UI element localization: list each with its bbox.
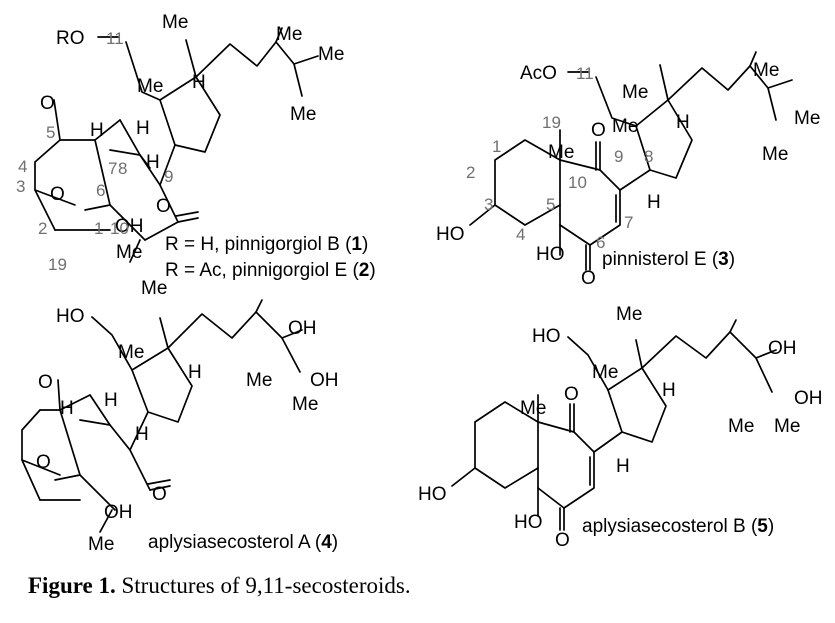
locant-4: 4 [516, 225, 525, 244]
me-label: Me [753, 60, 779, 81]
me-label: Me [276, 24, 302, 45]
me-label: Me [794, 108, 820, 129]
structure-aplysiasecosterol-a: HO Me Me OH OH Me Me H O H H H O O OH Me… [21, 278, 339, 555]
h-label: H [104, 390, 118, 411]
locant-9: 9 [164, 167, 173, 186]
oh-label: OH [794, 388, 823, 409]
compound-label-3: pinnisterol E (3) [602, 249, 735, 270]
locant-6: 6 [596, 233, 605, 252]
me-label: Me [774, 416, 800, 437]
me-label: Me [728, 416, 754, 437]
locant-6: 6 [96, 181, 105, 200]
locant-3: 3 [16, 177, 25, 196]
o-label: O [564, 384, 579, 405]
o-label: O [38, 372, 53, 393]
structure-aplysiasecosterol-b: HO Me Me OH OH Me Me H Me O H HO HO O ap… [418, 304, 823, 551]
me-label: Me [762, 144, 788, 165]
locant-2: 2 [38, 219, 47, 238]
ho-label: HO [56, 306, 85, 327]
ho-label: HO [514, 512, 543, 533]
o-label: O [36, 452, 51, 473]
locant-8: 8 [118, 159, 127, 178]
me-label: Me [318, 44, 344, 65]
h-label: H [136, 118, 150, 139]
locant-1: 1 [492, 137, 501, 156]
h-label: H [192, 72, 206, 93]
figure-caption-label: Figure 1. [28, 573, 116, 598]
ho-label: HO [418, 484, 447, 505]
locant-4: 4 [18, 157, 27, 176]
locant-8: 8 [644, 147, 653, 166]
h-label: H [90, 120, 104, 141]
me-label: Me [118, 342, 144, 363]
locant-7: 7 [624, 213, 633, 232]
me-label: Me [616, 304, 642, 325]
me-label: Me [116, 242, 142, 263]
me-label: Me [548, 142, 574, 163]
me-label: Me [622, 82, 648, 103]
me-label: Me [88, 534, 114, 555]
locant-19: 19 [542, 113, 561, 132]
compound-label-4: aplysiasecosterol A (4) [148, 532, 338, 553]
locant-10: 10 [110, 219, 129, 238]
o-label: O [152, 484, 167, 505]
ho-label: HO [436, 224, 465, 245]
me-label: Me [290, 104, 316, 125]
locant-11: 11 [576, 64, 594, 83]
ho-label: HO [536, 244, 565, 265]
h-label: H [662, 380, 676, 401]
locant-11: 11 [106, 29, 124, 48]
me-label: Me [137, 76, 163, 97]
structure-pinnisterol-e: AcO 11 Me Me Me Me Me H 19 O Me 9 8 1 2 … [436, 51, 820, 289]
bonds-aplysiasecosterol-b [451, 319, 777, 531]
locant-1: 1 [94, 219, 103, 238]
o-label: O [40, 93, 55, 114]
ho-label: HO [532, 326, 561, 347]
me-label: Me [612, 116, 638, 137]
o-label: O [555, 530, 570, 551]
h-label: H [188, 362, 202, 383]
figure-caption: Figure 1. Structures of 9,11-secosteroid… [28, 573, 411, 599]
me-label: Me [141, 278, 167, 299]
oh-label: OH [115, 216, 144, 237]
bonds-pinnigorgiol [34, 27, 319, 263]
oh-label: OH [288, 318, 317, 339]
oh-label: OH [310, 370, 339, 391]
o-label: O [591, 120, 606, 141]
h-label: H [616, 456, 630, 477]
compound-label-2: R = Ac, pinnigorgiol E (2) [165, 260, 376, 281]
locant-9: 9 [614, 147, 623, 166]
bonds-pinnisterol [469, 51, 793, 271]
compound-label-5: aplysiasecosterol B (5) [582, 516, 774, 537]
structure-pinnigorgiol: RO 11 Me Me Me Me Me H O 5 H H H 4 3 7 8… [16, 12, 376, 281]
locant-10: 10 [568, 173, 587, 192]
me-label: Me [162, 12, 188, 33]
h-label: H [647, 192, 661, 213]
chemical-structures-diagram: RO 11 Me Me Me Me Me H O 5 H H H 4 3 7 8… [16, 12, 823, 555]
o-label: O [581, 268, 596, 289]
me-label: Me [246, 370, 272, 391]
locant-7: 7 [108, 159, 117, 178]
oh-label: OH [768, 338, 797, 359]
oh-label: OH [104, 502, 133, 523]
ro-label: RO [56, 28, 85, 49]
compound-label-1: R = H, pinnigorgiol B (1) [165, 234, 368, 255]
h-label: H [60, 398, 74, 419]
h-label: H [146, 152, 160, 173]
bonds-aplysiasecosterol-a [21, 299, 303, 533]
o-label: O [156, 196, 171, 217]
me-label: Me [592, 362, 618, 383]
h-label: H [676, 112, 690, 133]
locant-3: 3 [484, 195, 493, 214]
o-label: O [50, 184, 65, 205]
me-label: Me [520, 398, 546, 419]
figure-caption-text: Structures of 9,11-secosteroids. [115, 573, 411, 598]
locant-19: 19 [48, 255, 67, 274]
locant-5: 5 [46, 123, 55, 142]
h-label: H [135, 424, 149, 445]
aco-label: AcO [520, 63, 557, 84]
me-label: Me [292, 394, 318, 415]
locant-5: 5 [546, 195, 555, 214]
locant-2: 2 [466, 163, 475, 182]
